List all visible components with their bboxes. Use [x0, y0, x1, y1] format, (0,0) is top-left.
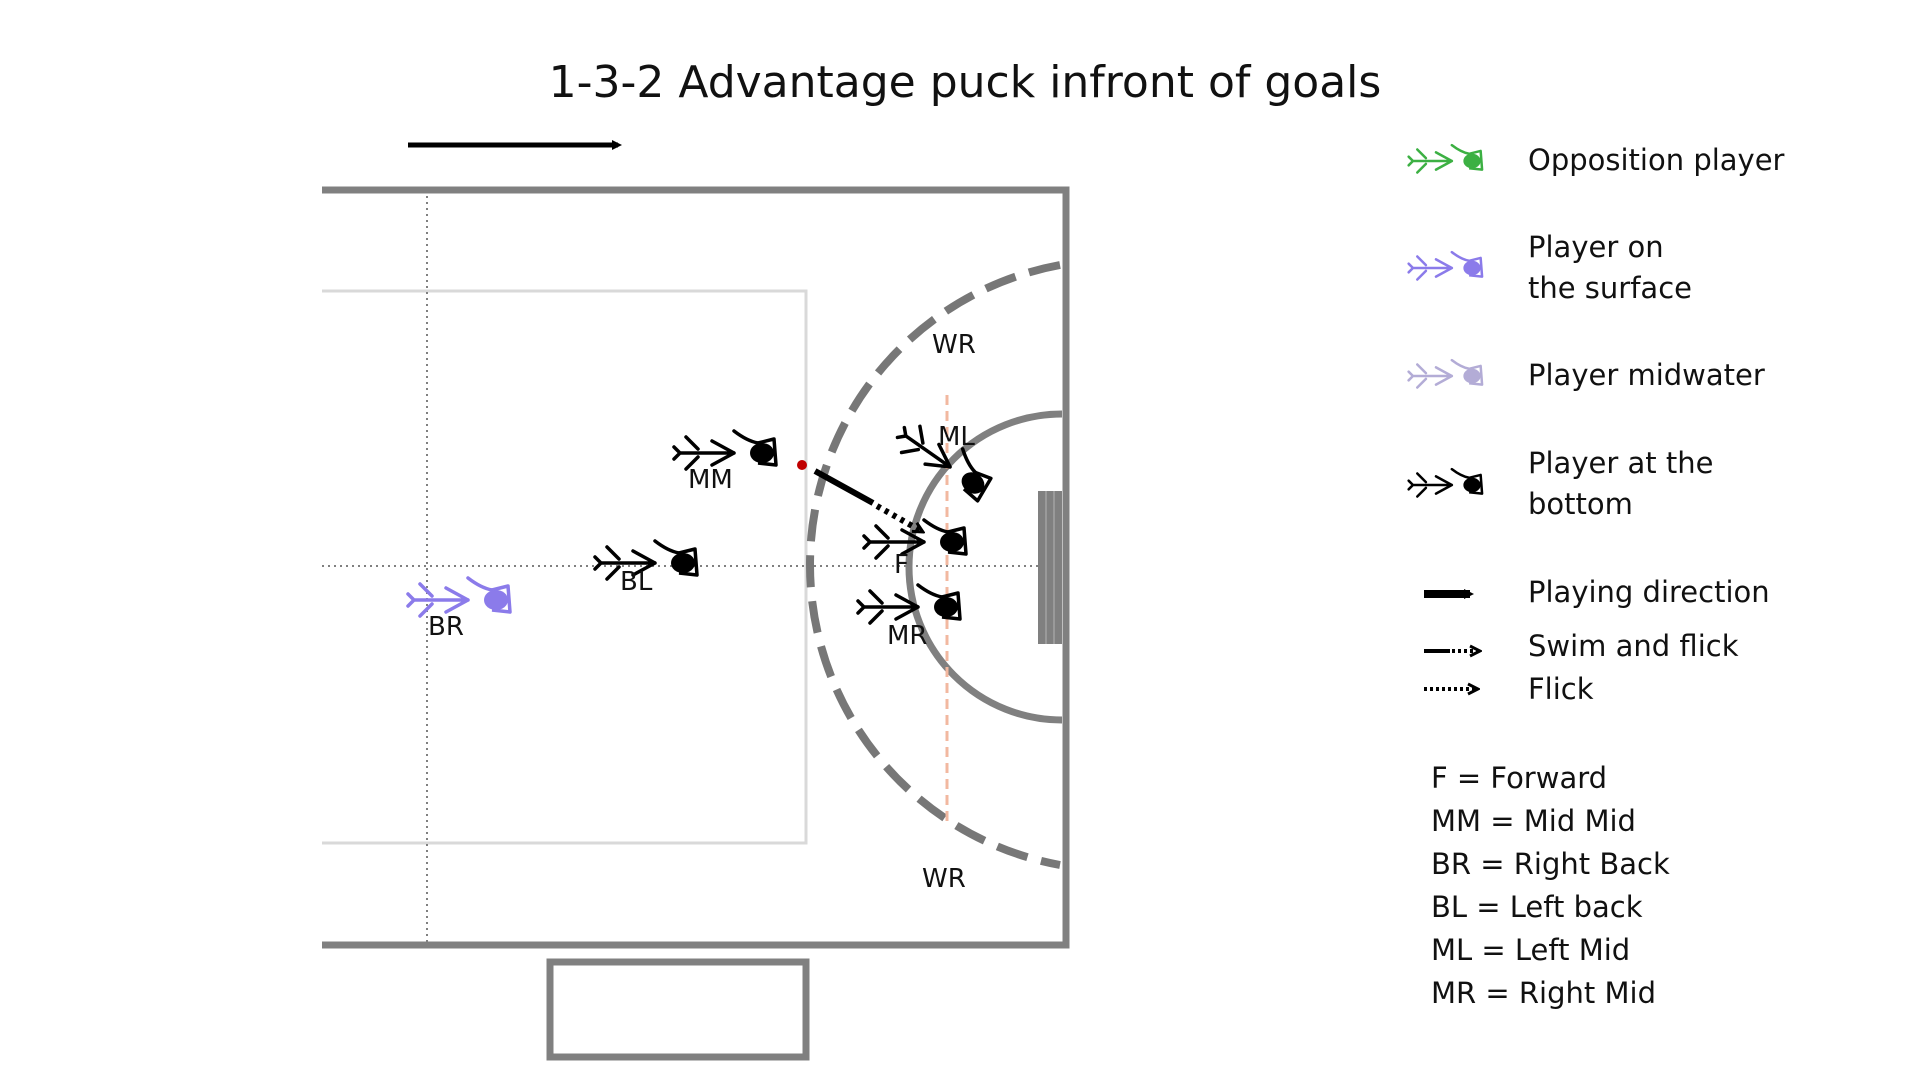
legend-flick-label: Flick — [1528, 672, 1594, 706]
legend-swim-flick-label: Swim and flick — [1528, 629, 1739, 663]
goal — [1038, 491, 1062, 644]
player-mm — [672, 429, 778, 471]
bench-box — [546, 958, 810, 1061]
abbreviation-item: MR = Right Mid — [1431, 976, 1656, 1010]
abbreviation-item: BR = Right Back — [1431, 847, 1670, 881]
legend-opposition-icon — [1407, 143, 1484, 174]
legend-surface-label-line1: Player on — [1528, 230, 1664, 264]
legend-surface-label-line2: the surface — [1528, 271, 1692, 305]
label-wr-top: WR — [932, 330, 976, 360]
label-ml: ML — [938, 422, 975, 452]
pool-boundary — [322, 186, 1070, 949]
inner-zone — [322, 289, 808, 845]
label-f: F — [894, 550, 909, 580]
label-mm: MM — [688, 465, 733, 495]
abbreviation-list: F = Forward MM = Mid Mid BR = Right Back… — [1431, 761, 1670, 1010]
goal-circle — [905, 410, 1063, 724]
label-bl: BL — [620, 567, 653, 597]
legend: Opposition player Player on the surface … — [1407, 143, 1785, 706]
legend-surface-icon — [1407, 250, 1484, 281]
abbreviation-item: BL = Left back — [1431, 890, 1643, 924]
legend-bottom-label-line1: Player at the — [1528, 446, 1713, 480]
puck — [797, 460, 807, 470]
player-br — [406, 576, 512, 618]
label-wr-bottom: WR — [922, 864, 966, 894]
dashed-zone-arc — [806, 261, 1061, 869]
abbreviation-item: MM = Mid Mid — [1431, 804, 1636, 838]
legend-bottom-label-line2: bottom — [1528, 487, 1633, 521]
abbreviation-item: ML = Left Mid — [1431, 933, 1630, 967]
label-mr: MR — [887, 621, 928, 651]
legend-midwater-icon — [1407, 358, 1484, 389]
abbreviation-item: F = Forward — [1431, 761, 1607, 795]
diagram-title: 1-3-2 Advantage puck infront of goals — [549, 57, 1382, 108]
legend-bottom-icon — [1407, 467, 1484, 498]
label-br: BR — [428, 612, 464, 642]
legend-opposition-label: Opposition player — [1528, 143, 1785, 177]
legend-direction-label: Playing direction — [1528, 575, 1770, 609]
swim-and-flick-arrow — [813, 468, 875, 506]
legend-midwater-label: Player midwater — [1528, 358, 1765, 392]
